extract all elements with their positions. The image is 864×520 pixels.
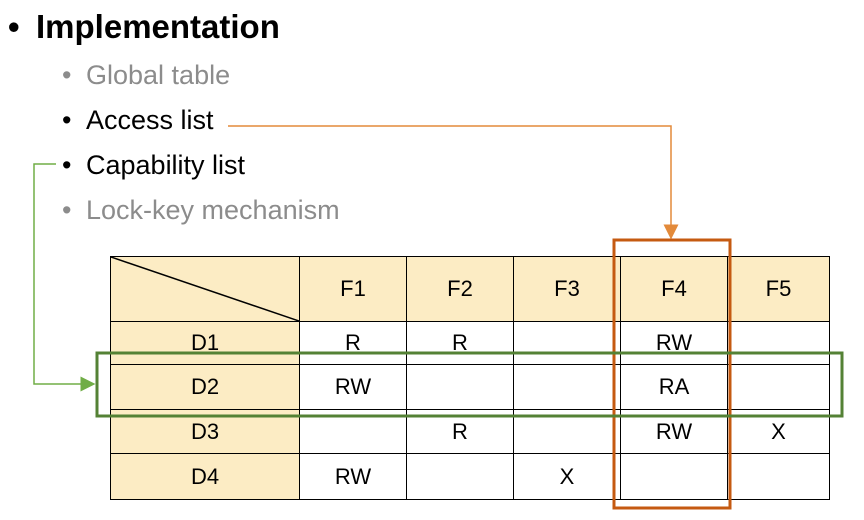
row-header: D4 (110, 453, 300, 500)
matrix-cell: R (406, 321, 514, 365)
bullet-lock-key: • Lock-key mechanism (62, 195, 340, 226)
bullet-capability-list: • Capability list (62, 150, 245, 181)
matrix-cell: RW (620, 321, 728, 365)
matrix-cell (727, 321, 830, 365)
matrix-cell (299, 409, 407, 454)
matrix-cell (406, 453, 514, 500)
bullet-label: Global table (86, 60, 231, 90)
matrix-header-row: F1 F2 F3 F4 F5 (110, 256, 830, 322)
bullet-label: Lock-key mechanism (86, 195, 340, 225)
matrix-cell (727, 364, 830, 410)
matrix-cell: X (513, 453, 621, 500)
matrix-cell (513, 409, 621, 454)
matrix-cell: X (727, 409, 830, 454)
bullet-global-table: • Global table (62, 60, 230, 91)
bullet-dot-icon: • (62, 195, 72, 225)
matrix-cell (406, 364, 514, 410)
matrix-row: D1 R R RW (110, 321, 830, 365)
matrix-row: D3 R RW X (110, 409, 830, 454)
column-header: F2 (406, 256, 514, 322)
matrix-cell (513, 364, 621, 410)
bullet-dot-icon: • (62, 60, 72, 90)
matrix-cell: RW (620, 409, 728, 454)
bullet-dot-icon: • (62, 105, 72, 135)
row-header: D1 (110, 321, 300, 365)
access-matrix: F1 F2 F3 F4 F5 D1 R R RW D2 RW RA D3 R R… (110, 256, 830, 500)
row-header: D3 (110, 409, 300, 454)
column-header: F4 (620, 256, 728, 322)
matrix-cell: RA (620, 364, 728, 410)
bullet-dot-icon: • (8, 8, 20, 45)
column-header: F3 (513, 256, 621, 322)
heading-text: Implementation (36, 8, 280, 45)
matrix-cell (727, 453, 830, 500)
matrix-cell: RW (299, 364, 407, 410)
matrix-cell: R (406, 409, 514, 454)
bullet-access-list: • Access list (62, 105, 214, 136)
bullet-label: Capability list (86, 150, 246, 180)
matrix-cell: RW (299, 453, 407, 500)
matrix-cell: R (299, 321, 407, 365)
matrix-corner-cell (110, 256, 300, 322)
matrix-row: D4 RW X (110, 453, 830, 500)
bullet-label: Access list (86, 105, 214, 135)
column-header: F5 (727, 256, 830, 322)
diagonal-line-icon (111, 257, 299, 321)
matrix-row: D2 RW RA (110, 364, 830, 410)
matrix-cell (620, 453, 728, 500)
bullet-dot-icon: • (62, 150, 72, 180)
matrix-cell (513, 321, 621, 365)
column-header: F1 (299, 256, 407, 322)
heading: • Implementation (8, 8, 280, 46)
row-header: D2 (110, 364, 300, 410)
